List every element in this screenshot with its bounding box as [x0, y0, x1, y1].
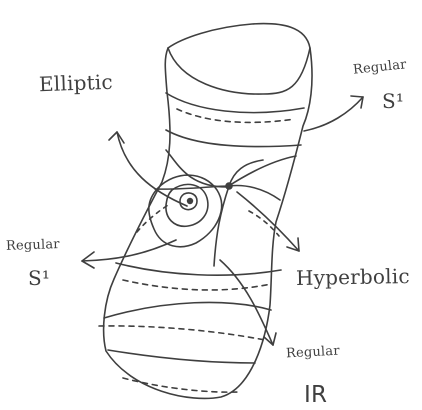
lower-band-dashed [123, 280, 271, 290]
bottom-band-1 [108, 350, 255, 363]
regular-bottom-space: IR [304, 382, 327, 408]
regular-top-right-space: S¹ [382, 89, 404, 113]
arrow-top-right-regular [304, 97, 363, 131]
regular-left-space: S¹ [28, 266, 50, 290]
surface-outline-left [104, 24, 312, 399]
hyperbolic-label: Hyperbolic [296, 264, 410, 290]
middle-band-left [166, 150, 227, 187]
arrow-left-regular [82, 240, 176, 261]
elliptic-center-point [187, 198, 193, 204]
arrow-hyperbolic [237, 192, 299, 251]
lower-band-1 [116, 263, 281, 275]
upper-band-1 [166, 93, 304, 113]
hyperbolic-separatrix-left [155, 186, 229, 189]
hyperbolic-separatrix-down [214, 186, 229, 266]
arrow-elliptic-head [109, 132, 124, 143]
regular-left-word: Regular [6, 237, 60, 254]
hyperbolic-center-point [225, 182, 233, 190]
hyperbolic-separatrix-right [229, 186, 280, 200]
lower-band-3 [99, 326, 265, 340]
lower-band-2 [104, 302, 271, 318]
bottom-band-2 [123, 378, 238, 392]
upper-band-2 [166, 130, 301, 147]
regular-bottom-word: Regular [286, 344, 340, 362]
top-cap-edge [168, 48, 310, 94]
elliptic-label: Elliptic [39, 70, 114, 97]
